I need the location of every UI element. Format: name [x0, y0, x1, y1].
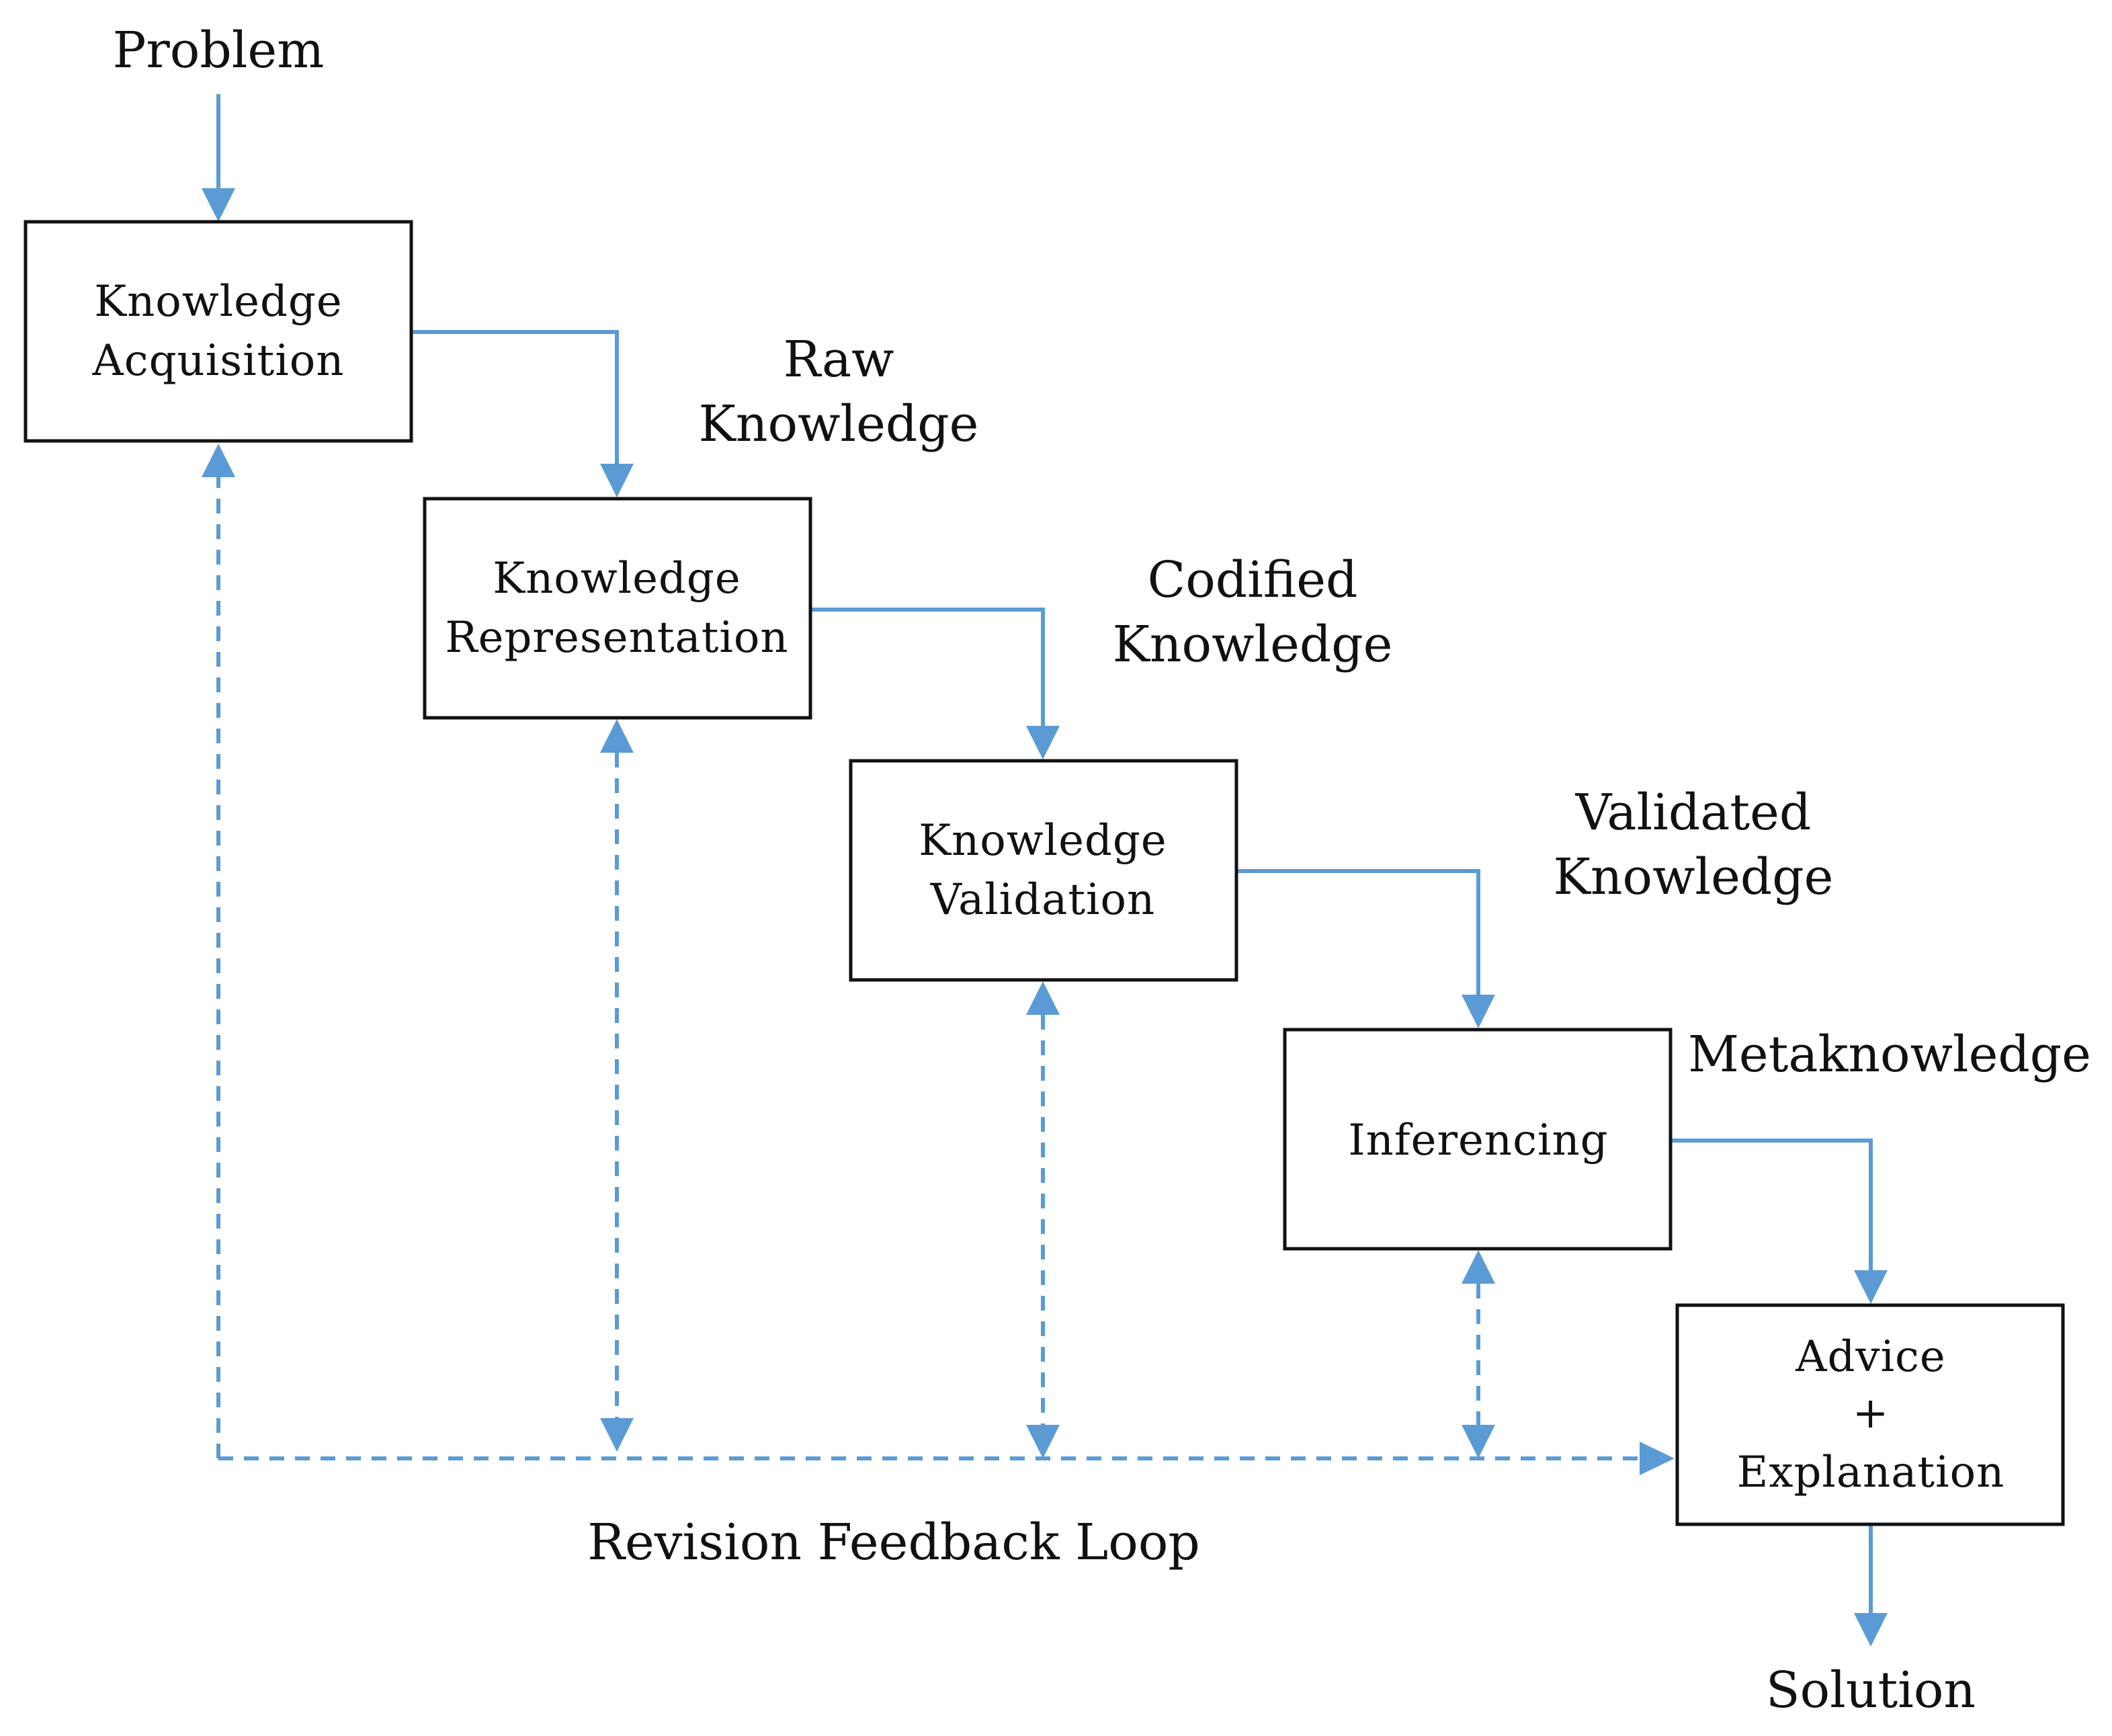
label-codified-line2: Knowledge	[1113, 616, 1393, 673]
box-representation-line1: Knowledge	[493, 554, 741, 604]
label-metaknowledge: Metaknowledge	[1688, 1026, 2091, 1083]
arrow-validation-to-inferencing	[1236, 869, 1480, 995]
box-inferencing-frame	[1283, 1028, 1673, 1251]
arrowhead-acquisition	[202, 188, 235, 222]
label-revision-feedback-loop: Revision Feedback Loop	[587, 1514, 1200, 1571]
revision-feedback-loop	[216, 477, 1640, 1460]
arrowhead-inferencing	[1462, 995, 1495, 1028]
label-codified-line1: Codified	[1148, 551, 1358, 609]
box-knowledge-validation-frame	[849, 759, 1238, 982]
label-problem: Problem	[113, 22, 325, 79]
label-raw-line1: Raw	[784, 331, 894, 388]
arrowhead-feedback-advice	[1640, 1442, 1675, 1475]
box-advice-line1: Advice	[1795, 1332, 1946, 1382]
arrowhead-feedback-inferencing-up	[1462, 1250, 1495, 1284]
arrowhead-feedback-inferencing-down	[1462, 1425, 1495, 1458]
box-advice-line3: Explanation	[1737, 1448, 2005, 1497]
box-knowledge-acquisition-frame	[24, 220, 413, 443]
feedback-arrowheads	[202, 444, 1675, 1475]
arrowhead-feedback-representation-up	[600, 719, 634, 753]
arrowhead-advice	[1854, 1270, 1888, 1304]
box-representation-line2: Representation	[445, 613, 788, 663]
box-validation-line1: Knowledge	[919, 816, 1167, 866]
label-solution: Solution	[1766, 1661, 1976, 1719]
box-advice-explanation-frame	[1675, 1303, 2065, 1526]
box-advice-explanation: Advice + Explanation	[1675, 1303, 2065, 1526]
arrow-representation-to-validation	[810, 608, 1045, 726]
arrowhead-validation	[1026, 726, 1060, 759]
label-raw-line2: Knowledge	[699, 395, 979, 453]
box-validation-line2: Validation	[930, 875, 1156, 925]
arrowhead-feedback-validation-up	[1026, 981, 1060, 1015]
box-knowledge-representation: Knowledge Representation	[423, 497, 812, 720]
arrowhead-feedback-validation-down	[1026, 1425, 1060, 1458]
box-acquisition-line2: Acquisition	[92, 336, 345, 386]
box-knowledge-representation-frame	[423, 497, 812, 720]
box-inferencing: Inferencing	[1283, 1028, 1673, 1251]
box-inferencing-line1: Inferencing	[1348, 1116, 1608, 1165]
label-validated-line1: Validated	[1575, 784, 1812, 841]
flow-arrowheads	[202, 188, 1888, 1647]
arrow-inferencing-to-advice	[1671, 1139, 1873, 1270]
box-knowledge-acquisition: Knowledge Acquisition	[24, 220, 413, 443]
box-acquisition-line1: Knowledge	[94, 277, 343, 327]
arrow-acquisition-to-representation	[411, 330, 619, 464]
arrowhead-solution	[1854, 1613, 1888, 1647]
box-knowledge-validation: Knowledge Validation	[849, 759, 1238, 982]
arrowhead-feedback-representation-down	[600, 1418, 634, 1452]
box-advice-line2: +	[1853, 1389, 1890, 1438]
flow-arrows	[216, 94, 1873, 1613]
label-validated-line2: Knowledge	[1554, 848, 1834, 906]
arrowhead-representation	[600, 464, 634, 497]
arrowhead-feedback-acquisition	[202, 444, 235, 477]
